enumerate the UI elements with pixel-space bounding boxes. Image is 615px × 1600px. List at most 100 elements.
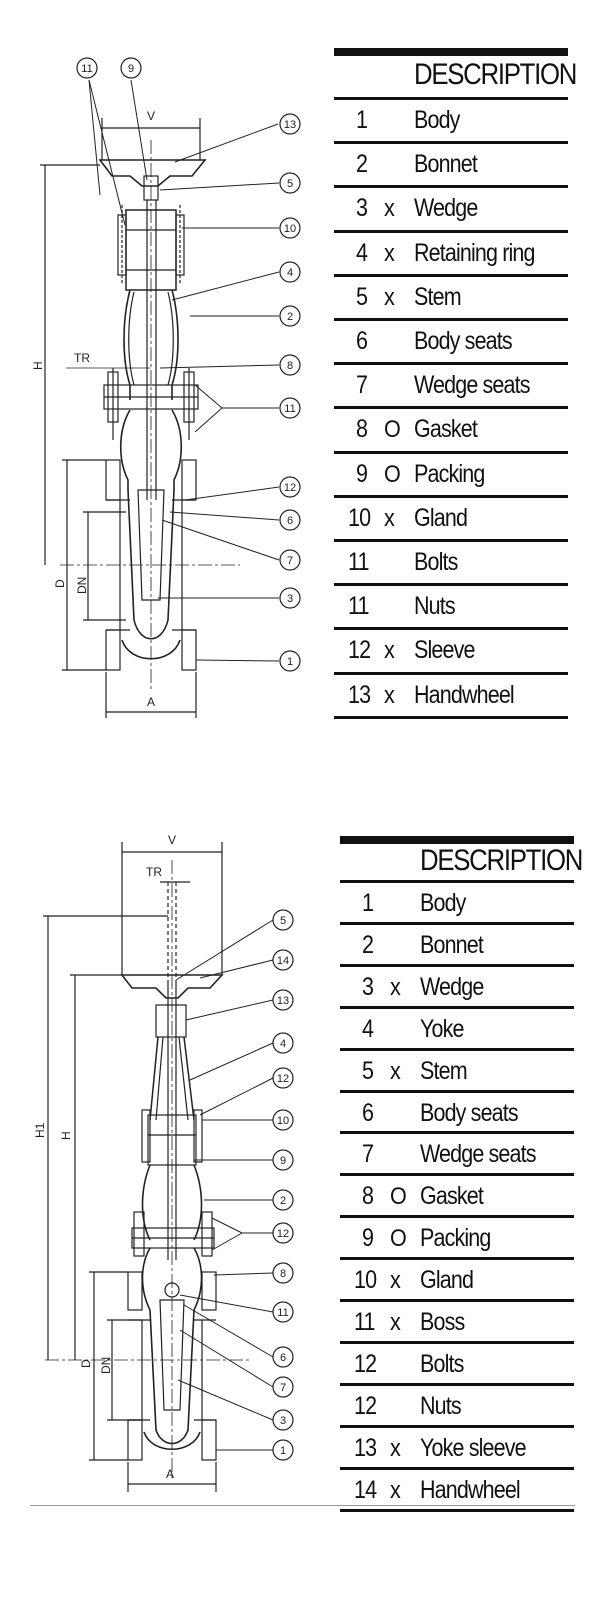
part-description: Body: [420, 889, 466, 917]
part-description: Stem: [414, 282, 462, 311]
callout-number: 3: [280, 1415, 286, 1427]
part-mark: x: [384, 504, 395, 532]
callout-circle: [272, 1149, 294, 1171]
callout-number: 10: [277, 1115, 289, 1127]
callout-number: 4: [287, 267, 293, 279]
part-number: 8: [362, 1182, 374, 1211]
part-mark: x: [390, 1267, 401, 1295]
part-description: Wedge: [420, 972, 484, 1001]
callout-circle: [272, 1109, 294, 1131]
dim-tr-label: TR: [146, 865, 162, 879]
callout-number: 13: [277, 995, 289, 1007]
callout-number: 12: [284, 482, 296, 494]
callout-number: 2: [280, 1195, 286, 1207]
part-description: Handwheel: [420, 1475, 521, 1504]
part-number: 3: [356, 194, 368, 223]
dim-v-label: V: [168, 833, 176, 847]
callout-circle: [279, 217, 301, 239]
part-mark: O: [390, 1225, 407, 1253]
callout-number: 2: [287, 311, 293, 323]
part-description: Sleeve: [414, 636, 475, 665]
part-number: 6: [356, 327, 368, 355]
callout-circle: [279, 113, 301, 135]
table-row: 1 Body: [340, 880, 574, 925]
dim-tr-label: TR: [74, 351, 90, 365]
part-description: Handwheel: [414, 680, 515, 709]
dim-dn-label: DN: [75, 577, 89, 594]
callout-number: 14: [277, 955, 289, 967]
part-number: 1: [362, 889, 374, 917]
callout-number: 1: [287, 656, 293, 668]
part-number: 5: [362, 1056, 374, 1085]
callout-circle: [272, 1376, 294, 1398]
callout-circle: [272, 949, 294, 971]
part-number: 6: [362, 1098, 374, 1127]
part-mark: O: [390, 1183, 407, 1211]
part-number: 3: [362, 972, 374, 1001]
part-mark: x: [390, 1476, 401, 1504]
part-number: 2: [362, 930, 374, 959]
callout-number: 9: [280, 1155, 286, 1167]
part-description: Wedge seats: [420, 1140, 537, 1169]
callout-number: 11: [81, 63, 92, 75]
part-number: 12: [348, 636, 371, 665]
callout-number: 11: [277, 1307, 288, 1319]
part-number: 13: [354, 1433, 377, 1462]
callout-number: 1: [280, 1445, 286, 1457]
part-description: Bonnet: [414, 150, 478, 179]
callout-circle: [279, 476, 301, 498]
dim-a-label: A: [147, 695, 155, 709]
table-bottom-rule: [340, 1508, 574, 1512]
callout-number: 5: [280, 915, 286, 927]
callout-number: 10: [284, 223, 296, 235]
callout-circle: [279, 587, 301, 609]
callout-circle: [272, 1346, 294, 1368]
part-description: Packing: [414, 459, 485, 488]
part-description: Nuts: [414, 592, 456, 621]
part-mark: x: [390, 1057, 401, 1085]
part-number: 13: [348, 680, 371, 709]
part-number: 10: [354, 1266, 377, 1295]
part-number: 9: [362, 1224, 374, 1253]
table-bottom-rule: [334, 715, 568, 719]
dim-h1-label: H1: [33, 1122, 47, 1138]
part-description: Stem: [420, 1056, 468, 1085]
callout-circle: [272, 1262, 294, 1284]
dim-d-label: D: [53, 579, 67, 588]
part-description: Wedge seats: [414, 371, 531, 400]
callout-number: 3: [287, 593, 293, 605]
part-number: 5: [356, 282, 368, 311]
callout-number: 5: [287, 178, 293, 190]
part-number: 12: [354, 1391, 377, 1420]
part-description: Packing: [420, 1224, 491, 1253]
part-mark: O: [384, 416, 401, 444]
callout-circle: [272, 1067, 294, 1089]
callout-number: 4: [280, 1038, 286, 1050]
callout-circle: [279, 650, 301, 672]
callout-circle: [272, 989, 294, 1011]
part-description: Yoke: [420, 1014, 464, 1043]
callout-circle: [272, 1301, 294, 1323]
callout-circle: [279, 172, 301, 194]
table-top-rule: [340, 836, 574, 844]
callout-circle: [120, 57, 142, 79]
callout-number: 11: [284, 403, 295, 415]
